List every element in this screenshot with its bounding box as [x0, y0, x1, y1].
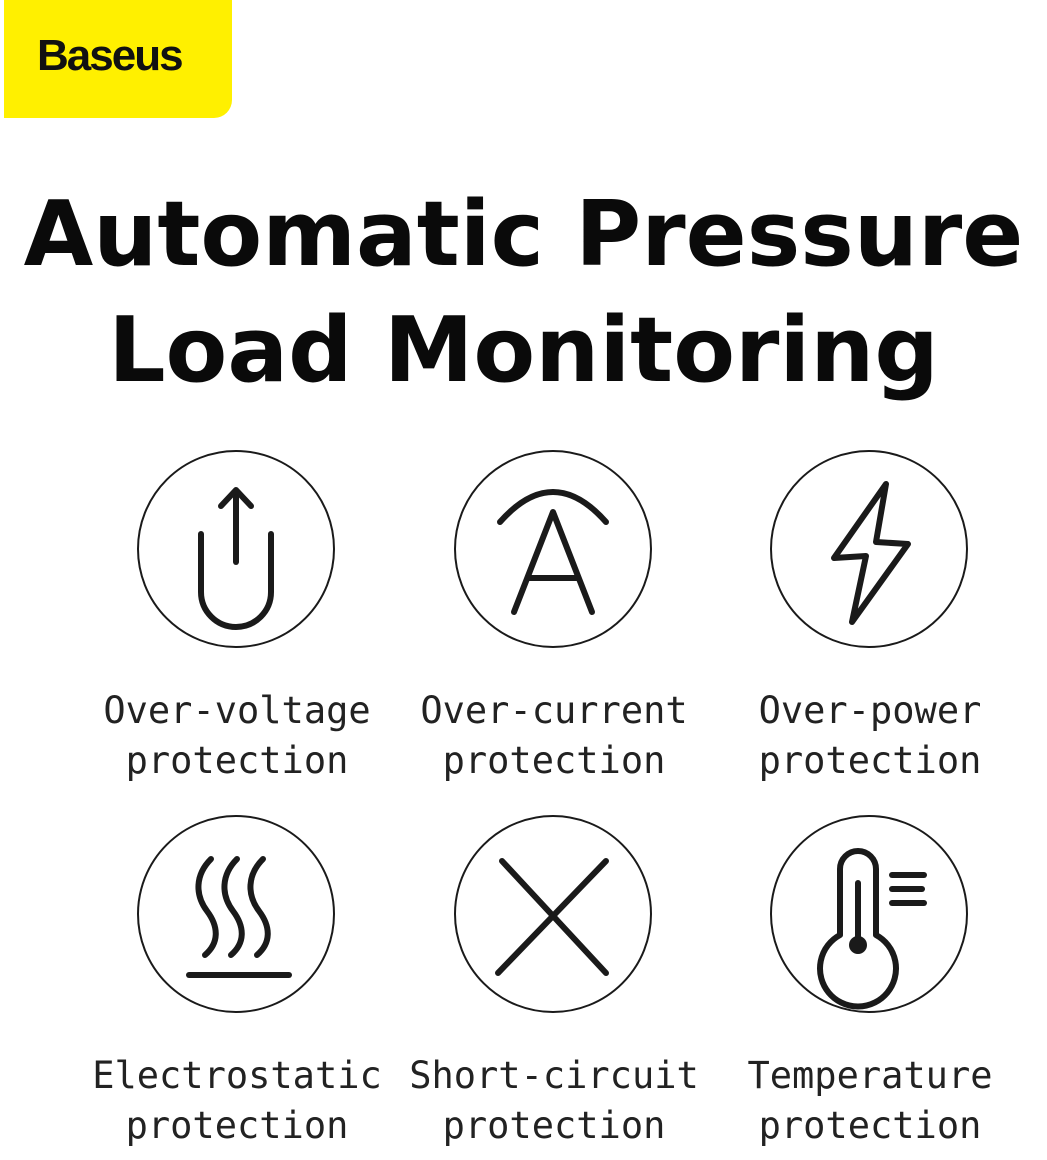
brand-logo-badge: Baseus [4, 0, 232, 118]
brand-logo-text: Baseus [37, 31, 184, 80]
lightning-bolt-icon [770, 450, 968, 648]
upload-arrow-icon [137, 450, 335, 648]
ammeter-icon [454, 450, 652, 648]
feature-label: Over-voltage protection [103, 689, 371, 782]
cross-icon [454, 815, 652, 1013]
feature-label: Electrostatic protection [92, 1054, 382, 1147]
feature-label: Temperature protection [747, 1054, 993, 1147]
feature-label: Over-current protection [420, 689, 688, 782]
thermometer-icon [770, 815, 968, 1013]
feature-label: Over-power protection [758, 689, 982, 782]
headline-line-2: Load Monitoring [108, 298, 939, 403]
feature-label: Short-circuit protection [409, 1054, 699, 1147]
heat-waves-icon [137, 815, 335, 1013]
headline-line-1: Automatic Pressure [23, 182, 1024, 287]
